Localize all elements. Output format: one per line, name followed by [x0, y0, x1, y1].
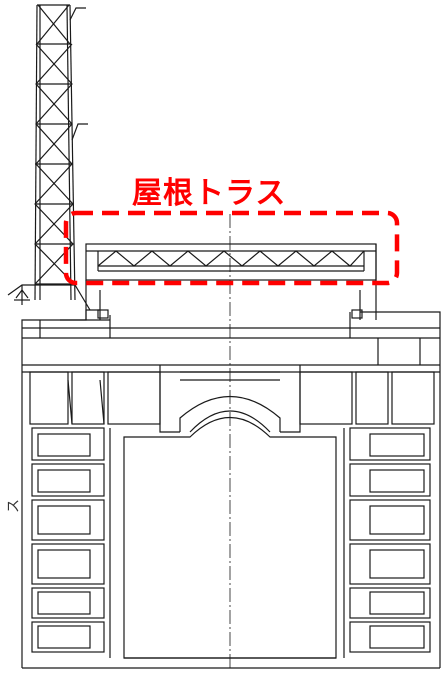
left-rooms — [31, 427, 111, 658]
lattice-tower — [7, 4, 91, 311]
upper-floor — [29, 365, 435, 433]
callout-label: 屋根トラス — [132, 176, 287, 211]
callout-box — [63, 210, 400, 286]
right-rooms — [343, 427, 431, 658]
margin-mark: ス — [6, 499, 22, 513]
roof-truss — [85, 243, 377, 320]
